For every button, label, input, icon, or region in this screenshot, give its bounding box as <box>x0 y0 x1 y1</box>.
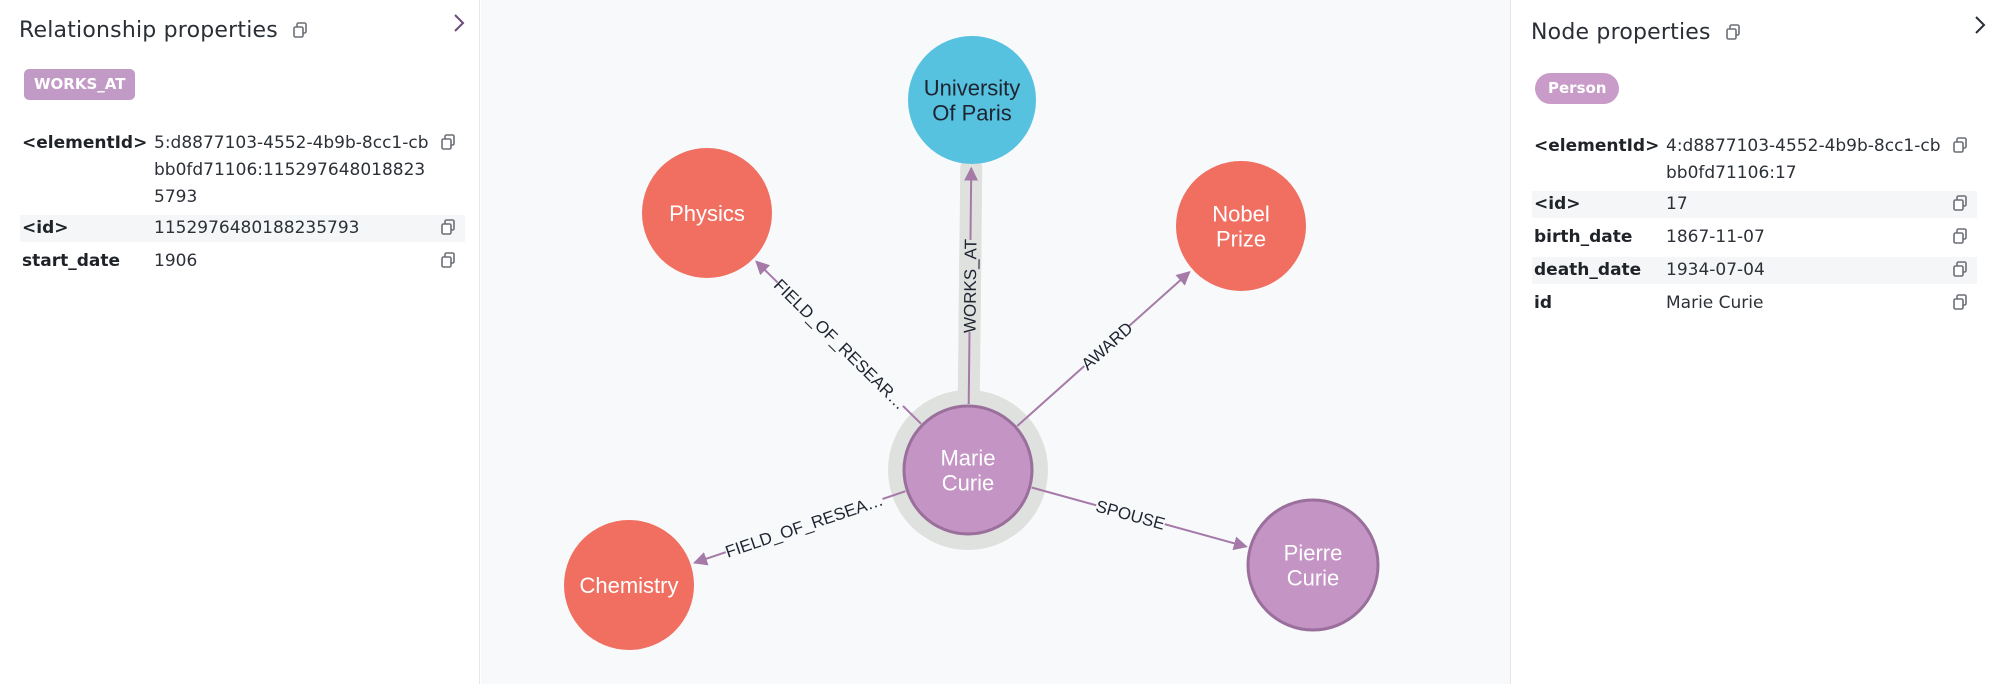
property-value: 5:d8877103-4552-4b9b-8cc1-cbbb0fd71106:1… <box>154 133 429 207</box>
node-chemistry[interactable]: Chemistry <box>564 520 694 650</box>
property-key: <elementId> <box>1534 136 1660 156</box>
copy-icon[interactable] <box>1953 259 1969 277</box>
node-caption: Marie <box>940 446 995 471</box>
property-value: 1906 <box>154 251 198 271</box>
property-key: id <box>1534 293 1552 313</box>
relationship-label: AWARD <box>1076 317 1137 375</box>
property-value: 4:d8877103-4552-4b9b-8cc1-cbbb0fd71106:1… <box>1666 136 1941 183</box>
relationship-label-background <box>722 488 887 563</box>
node-panel-title-text: Node properties <box>1531 20 1711 45</box>
relationship-panel-title: Relationship properties <box>19 18 307 44</box>
relationship-label: WORKS_AT <box>958 239 982 333</box>
property-row: <id> 1152976480188235793 <box>20 215 465 242</box>
property-key: birth_date <box>1534 227 1633 247</box>
copy-icon[interactable] <box>441 217 457 235</box>
property-row: death_date 1934-07-04 <box>1532 257 1977 284</box>
relationship-label-text: WORKS_AT <box>960 239 980 333</box>
node-caption: University <box>924 76 1021 101</box>
copy-icon[interactable] <box>1953 193 1969 211</box>
property-row: <id> 17 <box>1532 191 1977 218</box>
copy-icon[interactable] <box>1953 226 1969 244</box>
node-circle[interactable] <box>1176 161 1306 291</box>
relationship-label-background <box>1076 317 1137 375</box>
node-caption: Prize <box>1216 227 1266 252</box>
node-caption: Curie <box>1287 566 1340 591</box>
relationship-label: FIELD_OF_RESEA… <box>722 488 887 563</box>
collapse-chevron-right-icon[interactable] <box>1971 14 1989 36</box>
relationship-label-text: FIELD_OF_RESEAR… <box>770 275 910 413</box>
property-value: 17 <box>1666 194 1688 214</box>
property-value: 1152976480188235793 <box>154 218 360 238</box>
relationship-properties-panel: Relationship properties WORKS_AT <elemen… <box>0 0 480 684</box>
node-properties-table: <elementId> 4:d8877103-4552-4b9b-8cc1-cb… <box>1532 133 1977 317</box>
copy-icon[interactable] <box>293 19 307 44</box>
node-label-badge[interactable]: Person <box>1535 73 1620 104</box>
relationship-label: FIELD_OF_RESEAR… <box>769 274 911 414</box>
relationship-label: SPOUSE <box>1093 494 1168 535</box>
relationship-spouse[interactable]: SPOUSE <box>1031 486 1248 551</box>
relationship-properties-table: <elementId> 5:d8877103-4552-4b9b-8cc1-cb… <box>20 130 465 275</box>
relationship-field-chemistry[interactable]: FIELD_OF_RESEA… <box>693 488 906 566</box>
copy-icon[interactable] <box>441 250 457 268</box>
relationship-works-at[interactable]: WORKS_AT <box>957 156 983 416</box>
property-key: <id> <box>1534 194 1581 214</box>
node-properties-panel: Node properties <box>1510 0 2000 684</box>
property-value: 1867-11-07 <box>1666 227 1765 247</box>
property-value: 1934-07-04 <box>1666 260 1765 280</box>
copy-icon[interactable] <box>441 132 457 150</box>
node-circle[interactable] <box>642 148 772 278</box>
property-key: death_date <box>1534 260 1642 280</box>
relationship-panel-title-text: Relationship properties <box>19 18 278 43</box>
node-physics[interactable]: Physics <box>642 148 772 278</box>
property-key: <id> <box>22 218 69 238</box>
node-panel-title: Node properties <box>1531 20 1740 46</box>
node-circle[interactable] <box>1246 498 1380 632</box>
property-key: start_date <box>22 251 121 271</box>
graph-visualization[interactable]: WORKS_AT AWARD FIELD_OF_RESEAR… FIELD_OF_RE… <box>481 0 1510 684</box>
copy-icon[interactable] <box>1726 21 1740 46</box>
relationship-label-background <box>958 239 982 333</box>
collapse-chevron-right-icon[interactable] <box>450 12 468 34</box>
node-caption: Physics <box>669 201 745 226</box>
node-caption: Curie <box>942 471 995 496</box>
relationship-label-background <box>769 274 911 414</box>
relationship-field-physics[interactable]: FIELD_OF_RESEAR… <box>755 260 922 425</box>
property-value: Marie Curie <box>1666 293 1764 313</box>
node-circle[interactable] <box>564 520 694 650</box>
graph-canvas[interactable]: WORKS_AT AWARD FIELD_OF_RESEAR… FIELD_OF_RE… <box>481 0 1510 684</box>
property-row: start_date 1906 <box>20 248 465 275</box>
property-row: birth_date 1867-11-07 <box>1532 224 1977 251</box>
property-row: <elementId> 5:d8877103-4552-4b9b-8cc1-cb… <box>20 130 465 211</box>
node-caption: Of Paris <box>932 101 1011 126</box>
relationship-label-text: FIELD_OF_RESEA… <box>723 491 886 562</box>
relationship-label-text: AWARD <box>1078 319 1137 374</box>
copy-icon[interactable] <box>1953 292 1969 310</box>
relationship-award[interactable]: AWARD <box>1016 271 1191 427</box>
node-caption: Chemistry <box>579 573 678 598</box>
property-row: <elementId> 4:d8877103-4552-4b9b-8cc1-cb… <box>1532 133 1977 187</box>
node-caption: Pierre <box>1284 541 1343 566</box>
property-key: <elementId> <box>22 133 148 153</box>
relationship-label-text: SPOUSE <box>1094 497 1167 534</box>
node-caption: Nobel <box>1212 202 1269 227</box>
node-circle[interactable] <box>902 404 1034 536</box>
relationship-label-background <box>1093 494 1168 535</box>
node-circle[interactable] <box>908 36 1036 164</box>
property-row: id Marie Curie <box>1532 290 1977 317</box>
copy-icon[interactable] <box>1953 135 1969 153</box>
relationship-type-badge[interactable]: WORKS_AT <box>24 69 136 100</box>
